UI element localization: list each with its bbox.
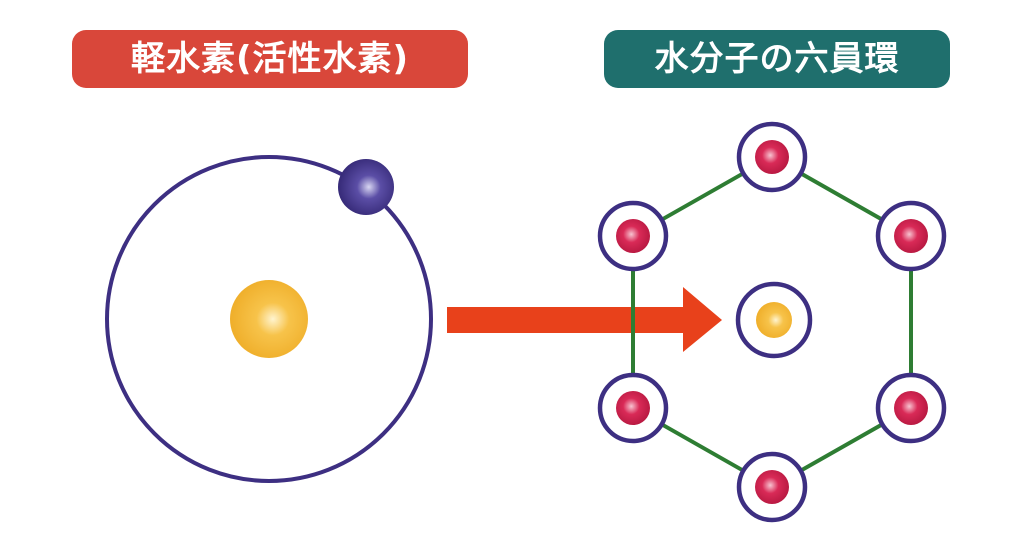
oxygen-atom: [755, 470, 789, 504]
center-nucleus: [756, 302, 792, 338]
right-arrow: [447, 287, 722, 352]
ring-node-lower-left: [597, 372, 669, 444]
arrow-shaft: [447, 307, 685, 333]
water-hexagon-ring: [597, 121, 947, 523]
electron-orbit: [105, 155, 433, 483]
oxygen-atom: [894, 391, 928, 425]
arrow-head: [683, 287, 722, 352]
hydrogen-atom: [105, 155, 433, 483]
light-hydrogen-title: 軽水素(活性水素): [72, 30, 468, 88]
center-hydrogen: [735, 281, 813, 359]
ring-node-lower-right: [875, 372, 947, 444]
ring-node-top: [736, 121, 808, 193]
oxygen-atom: [616, 219, 650, 253]
oxygen-atom: [755, 140, 789, 174]
ring-node-upper-right: [875, 200, 947, 272]
electron: [338, 159, 394, 215]
ring-node-bottom: [736, 451, 808, 523]
ring-node-upper-left: [597, 200, 669, 272]
oxygen-atom: [894, 219, 928, 253]
oxygen-atom: [616, 391, 650, 425]
hexagonal-ring-title: 水分子の六員環: [604, 30, 950, 88]
hydrogen-nucleus: [230, 280, 308, 358]
